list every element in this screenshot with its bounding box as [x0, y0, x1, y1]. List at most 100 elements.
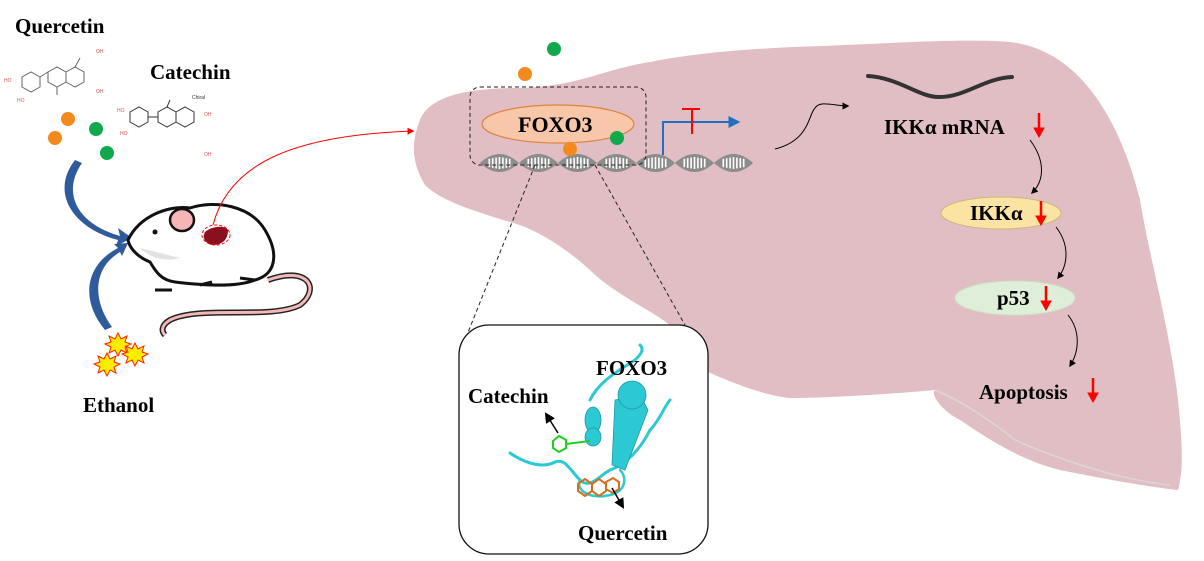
dna-base-pair [736, 157, 738, 169]
liver-zoom-link-arrow [212, 127, 415, 226]
catechin-ho-label: HO [117, 108, 125, 114]
dna-base-pair [686, 158, 689, 168]
dna-base-pair [742, 158, 745, 168]
dna-base-pair [573, 157, 575, 169]
dna-base-pair [527, 158, 530, 168]
quercetin-ligand [577, 476, 620, 498]
dna-base-pair [622, 158, 625, 168]
ikka-label: IKKα [970, 201, 1023, 225]
quercetin-ho-label: HO [4, 78, 12, 84]
quercetin-dot [48, 131, 62, 145]
dna-base-pair [608, 158, 611, 168]
quercetin-dot [518, 67, 532, 81]
quercetin-structure [21, 57, 85, 95]
catechin-dot [100, 146, 114, 160]
dna-base-pair [534, 157, 536, 169]
apoptosis-down-arrow-icon [1087, 378, 1099, 404]
ikka-mrna-label: IKKα mRNA [884, 115, 1005, 139]
quercetin-ho-label: HO [17, 98, 25, 104]
dna-base-pair [722, 158, 725, 168]
dna-base-pair [491, 158, 494, 168]
dna-base-pair [651, 157, 653, 169]
dna-base-pair [566, 158, 569, 168]
dna-base-pair [690, 157, 692, 169]
mouse-ear [168, 207, 196, 233]
dna-base-pair [498, 157, 501, 169]
quercetin-oh-label: OH [96, 49, 104, 55]
dna-base-pair [661, 158, 664, 168]
dna-base-pair [580, 157, 582, 169]
dna-base-pair [700, 158, 703, 168]
p53-to-apoptosis-arrow [1067, 314, 1078, 368]
dna-helix [480, 154, 753, 172]
ikka-protein-ellipse [940, 196, 1062, 230]
transcription-arrow [774, 102, 850, 150]
inset-foxo3-label: FOXO3 [596, 356, 668, 380]
mouse-liver-icon [203, 226, 228, 245]
compound-uptake-arrow [64, 160, 132, 246]
translation-arrow [1029, 139, 1042, 194]
inset-catechin-label: Catechin [468, 384, 549, 408]
dna-base-pair [664, 158, 667, 168]
dna-base-pair [693, 157, 696, 169]
dna-base-pair [615, 157, 618, 169]
dna-base-pair [544, 158, 547, 168]
dna-base-pair [530, 158, 533, 168]
p53-label: p53 [997, 286, 1030, 310]
dna-base-pair [619, 157, 621, 169]
dna-base-pair [658, 157, 660, 169]
dna-base-pair [647, 158, 650, 168]
dna-base-pair [683, 158, 686, 168]
transcription-start-arrow [662, 116, 741, 155]
foxo3-ellipse [481, 104, 635, 144]
docking-inset-box [458, 324, 709, 555]
mrna-strand [866, 74, 1014, 100]
catechin-chiral-note: Chiral [192, 95, 206, 101]
ethanol-uptake-arrow [89, 243, 128, 330]
dna-base-pair [625, 158, 628, 168]
mrna-down-arrow-icon [1033, 113, 1045, 139]
dna-base-pair [576, 157, 579, 169]
liver-lobe-line [934, 389, 1171, 486]
inset-quercetin-label: Quercetin [578, 521, 668, 545]
inhibition-t-bar [682, 108, 700, 134]
quercetin-oh-label: OH [96, 89, 104, 95]
catechin-ho-label: HO [120, 131, 128, 137]
catechin-oh-label: OH [204, 152, 212, 158]
catechin-structure [129, 99, 195, 128]
dna-base-pair [654, 157, 657, 169]
catechin-oh-label: OH [204, 112, 212, 118]
catechin-dot [547, 42, 561, 56]
dna-base-pair [508, 158, 511, 168]
dna-base-pair [739, 158, 742, 168]
inset-projection-line-left [466, 164, 536, 336]
quercetin-dot [61, 112, 75, 126]
dna-base-pair [703, 158, 706, 168]
catechin-pointer-arrow [544, 412, 559, 434]
p53-down-arrow-icon [1040, 286, 1052, 312]
dna-base-pair [488, 158, 491, 168]
dna-base-pair [612, 157, 614, 169]
dna-base-pair [586, 158, 589, 168]
quercetin-dot [563, 142, 577, 156]
apoptosis-label: Apoptosis [979, 380, 1068, 404]
dna-base-pair [569, 158, 572, 168]
ikka-to-p53-arrow [1055, 226, 1067, 280]
dna-base-pair [505, 158, 508, 168]
dna-base-pair [605, 158, 608, 168]
dna-base-pair [697, 157, 699, 169]
liver-shape [413, 40, 1182, 491]
ikka-down-arrow-icon [1035, 201, 1047, 227]
inset-projection-line-right [594, 164, 686, 326]
quercetin-pointer-arrow [611, 487, 625, 509]
dna-base-pair [729, 157, 731, 169]
ethanol-starburst-icons [92, 331, 150, 378]
catechin-dot [89, 122, 103, 136]
mouse-eye [152, 229, 158, 235]
dna-base-pair [583, 158, 586, 168]
foxo3-label: FOXO3 [518, 112, 593, 137]
dna-base-pair [725, 158, 728, 168]
mouse-body [126, 203, 276, 287]
